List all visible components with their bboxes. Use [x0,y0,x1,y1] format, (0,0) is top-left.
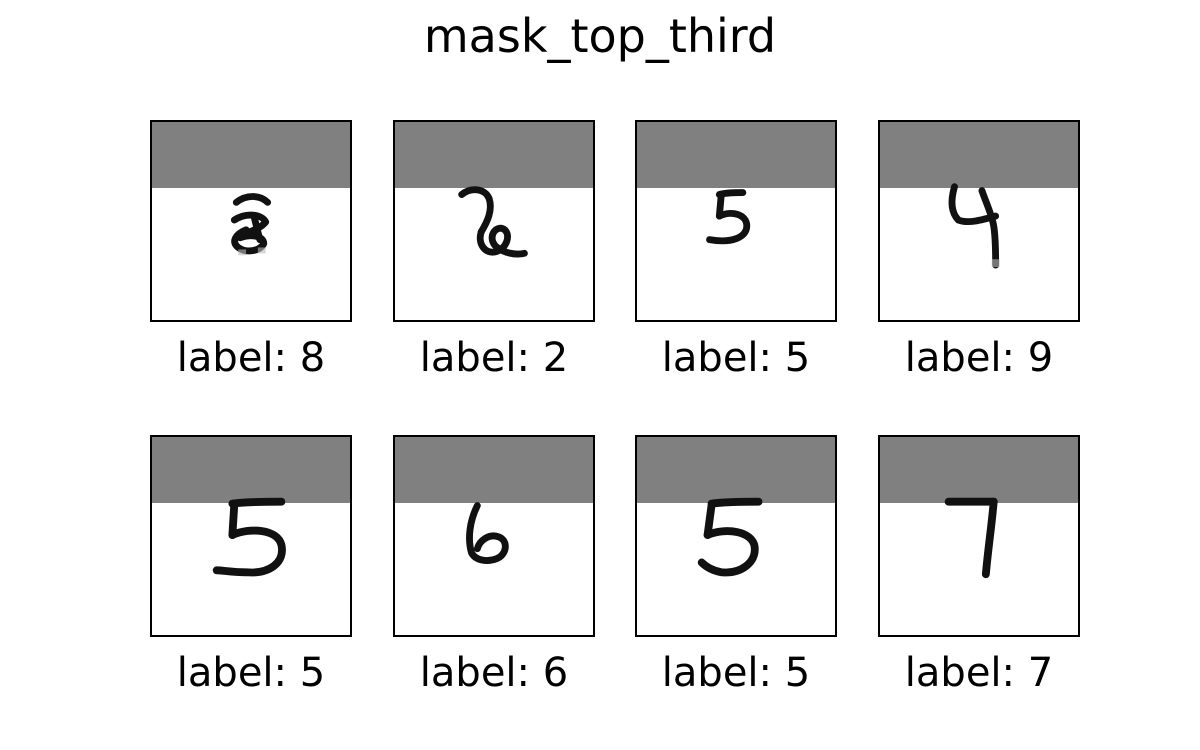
panel-caption-r1c2: label: 2 [419,335,569,381]
digit-5-icon [706,189,751,245]
image-panel-r2c3 [635,435,837,637]
digit-5-icon [697,497,763,577]
panel-caption-r2c2: label: 6 [419,650,569,696]
mask-band [637,437,835,503]
digit-9-icon [948,183,1000,269]
digit-8-icon [230,193,272,256]
mask-band [395,437,593,503]
mask-band [880,437,1078,503]
mask-band [152,437,350,503]
mask-band [637,122,835,188]
image-panel-r1c4 [878,120,1080,322]
digit-7-icon [944,497,998,579]
image-panel-r2c4 [878,435,1080,637]
panel-caption-r1c4: label: 9 [904,335,1054,381]
mask-band [880,122,1078,188]
image-panel-r1c3 [635,120,837,322]
image-panel-r1c2 [393,120,595,322]
digit-2-icon [458,186,528,258]
mask-band [152,122,350,188]
digit-6-icon [466,502,509,564]
panel-caption-r1c3: label: 5 [661,335,811,381]
image-panel-r2c1 [150,435,352,637]
mask-band [395,122,593,188]
panel-caption-r2c1: label: 5 [176,650,326,696]
panel-caption-r1c1: label: 8 [176,335,326,381]
image-panel-r1c1 [150,120,352,322]
panel-caption-r2c3: label: 5 [661,650,811,696]
image-panel-r2c2 [393,435,595,637]
panel-caption-r2c4: label: 7 [904,650,1054,696]
figure-title: mask_top_third [423,9,777,63]
digit-5-icon [212,497,286,577]
